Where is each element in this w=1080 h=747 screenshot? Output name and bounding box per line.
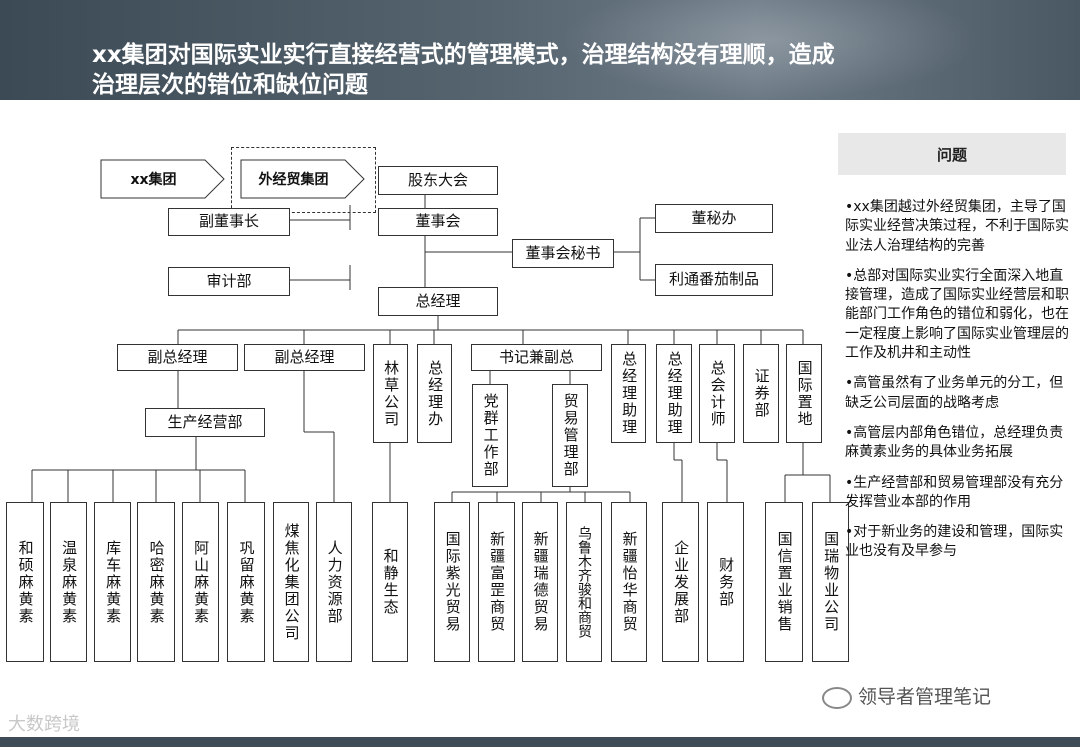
sub-hr-box: 人力资源部 (316, 502, 352, 662)
group-arrow-label: xx集团 (130, 172, 177, 188)
issue-item: •对于新业务的建设和管理，国际实业也没有及早参与 (845, 524, 1064, 560)
issue-item: •生产经营部和贸易管理部没有充分发挥营业本部的作用 (845, 474, 1064, 510)
board-secretary-box: 董事会秘书 (512, 239, 614, 268)
issue-item: •高管虽然有了业务单元的分工，但缺乏公司层面的战略考虑 (845, 375, 1064, 411)
gm-office-box: 总经理办 (417, 344, 452, 443)
trade-group-arrow-label: 外经贸集团 (258, 172, 329, 188)
group-arrow: xx集团 (100, 159, 225, 199)
sub-kuche-box: 库车麻黄素 (94, 502, 131, 662)
sub-urumqi-box: 乌鲁木齐骏和商贸 (566, 502, 602, 662)
gm-assistant-2-box: 总经理助理 (656, 344, 692, 443)
watermark-left: 大数跨境 (8, 710, 80, 736)
group-arrow-shape (100, 159, 225, 199)
sub-ruide-box: 新疆瑞德贸易 (522, 502, 558, 662)
party-secretary-vgm-box: 书记兼副总 (471, 344, 602, 371)
vice-chairman-box: 副董事长 (168, 208, 290, 236)
vgm2-box: 副总经理 (244, 344, 365, 371)
securities-box: 证券部 (743, 344, 779, 443)
sub-wenquan-box: 温泉麻黄素 (50, 502, 87, 662)
general-manager-box: 总经理 (378, 287, 498, 316)
issue-item: •xx集团越过外经贸集团，主导了国际实业经营决策过程，不利于国际实业法人治理结构… (845, 199, 1069, 254)
sub-guorui-box: 国瑞物业公司 (812, 502, 849, 662)
trade-group-arrow-shape (240, 159, 365, 199)
audit-box: 审计部 (168, 267, 290, 296)
sub-hejing-box: 和静生态 (372, 502, 408, 662)
issues-list: •xx集团越过外经贸集团，主导了国际实业经营决策过程，不利于国际实业法人治理结构… (845, 198, 1070, 573)
issue-item: •高管层内部角色错位，总经理负责麻黄素业务的具体业务拓展 (845, 424, 1064, 461)
sub-enterprise-dev-box: 企业发展部 (662, 502, 699, 662)
litong-tomato-box: 利通番茄制品 (655, 264, 773, 296)
sub-gongliu-box: 巩留麻黄素 (227, 502, 265, 662)
title-line-2: 治理层次的错位和缺位问题 (92, 72, 368, 98)
watermark-left-text: 大数跨境 (8, 714, 80, 735)
sub-heshuo-box: 和硕麻黄素 (6, 502, 44, 662)
production-ops-box: 生产经营部 (145, 408, 265, 437)
issue-item: •总部对国际实业实行全面深入地直接管理，造成了国际实业经营层和职能部门工作角色的… (845, 267, 1069, 362)
trade-group-dashed-frame (231, 147, 376, 213)
title-line-1: xx集团对国际实业实行直接经营式的管理模式，治理结构没有理顺，造成 (92, 42, 835, 68)
issues-heading: 问题 (838, 133, 1066, 175)
watermark-right-text: 领导者管理笔记 (858, 686, 992, 708)
sub-hami-box: 哈密麻黄素 (137, 502, 175, 662)
forestry-box: 林草公司 (373, 344, 408, 443)
party-affairs-box: 党群工作部 (472, 384, 508, 487)
sub-ashan-box: 阿山麻黄素 (182, 502, 219, 662)
shareholders-box: 股东大会 (378, 166, 498, 195)
title-banner (0, 0, 1080, 100)
gm-assistant-1-box: 总经理助理 (611, 344, 646, 443)
watermark-right: 领导者管理笔记 (822, 682, 991, 709)
board-box: 董事会 (378, 208, 498, 236)
banner-glow (560, 0, 980, 100)
sub-coal-box: 煤焦化集团公司 (273, 502, 309, 662)
intl-real-estate-box: 国际置地 (786, 344, 822, 443)
trade-mgmt-box: 贸易管理部 (552, 384, 588, 487)
sub-zijing-box: 国际紫光贸易 (434, 502, 470, 662)
trade-group-arrow: 外经贸集团 (240, 159, 365, 199)
page-title: xx集团对国际实业实行直接经营式的管理模式，治理结构没有理顺，造成 治理层次的错… (92, 40, 992, 100)
footer-bar (0, 737, 1080, 747)
sub-fuyi-box: 新疆富罡商贸 (478, 502, 515, 662)
vgm1-box: 副总经理 (117, 344, 238, 371)
sub-finance-box: 财务部 (707, 502, 744, 662)
sub-guoxin-box: 国信置业销售 (765, 502, 803, 662)
wechat-icon (822, 686, 852, 709)
secretary-office-box: 董秘办 (655, 204, 773, 233)
sub-yihua-box: 新疆怡华商贸 (611, 502, 647, 662)
chief-accountant-box: 总会计师 (699, 344, 735, 443)
